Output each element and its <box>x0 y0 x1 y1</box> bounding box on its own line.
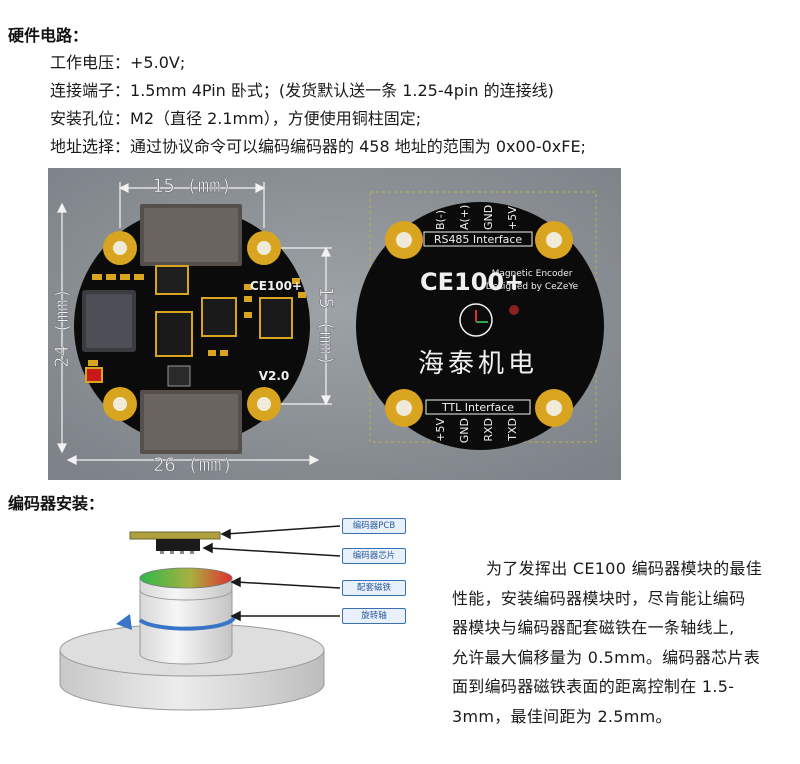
chip-icon <box>156 539 200 551</box>
label-encoder-pcb: 编码器PCB <box>342 518 406 534</box>
description-line: 性能，安装编码器模块时，尽肯能让编码 <box>452 588 746 608</box>
spec-item: 连接端子：1.5mm 4Pin 卧式；(发货默认送一条 1.25-4pin 的连… <box>50 77 586 105</box>
magnet-icon <box>139 567 233 589</box>
spec-item: 地址选择：通过协议命令可以编码编码器的 458 地址的范围为 0x00-0xFE… <box>50 133 586 161</box>
spec-label: 连接端子： <box>50 81 131 100</box>
spec-value: 1.5mm 4Pin 卧式；(发货默认送一条 1.25-4pin 的连接线) <box>130 81 554 100</box>
install-description: 为了发挥出 CE100 编码器模块的最佳 性能，安装编码器模块时，尽肯能让编码 … <box>452 554 797 731</box>
description-line: 面到编码器磁铁表面的距离控制在 1.5- <box>452 677 735 696</box>
spec-value: M2（直径 2.1mm），方便使用铜柱固定; <box>130 109 422 128</box>
description-line: 器模块与编码器配套磁铁在一条轴线上, <box>452 618 735 637</box>
bottom-pin-label: +5V <box>434 418 447 442</box>
rs485-label: RS485 Interface <box>434 233 523 246</box>
spec-label: 工作电压： <box>50 53 131 72</box>
spec-label: 地址选择： <box>50 137 131 156</box>
front-model-text: CE100+ <box>250 279 302 293</box>
label-magnet: 配套磁铁 <box>342 580 406 596</box>
dim-top-label: 15 (mm) <box>152 175 232 197</box>
back-model-text: CE100+ <box>420 268 524 296</box>
bottom-pin-label: GND <box>458 418 471 443</box>
section-title-hardware: 硬件电路： <box>8 26 89 45</box>
dim-left-label: 24 (mm) <box>51 288 73 368</box>
ttl-label: TTL Interface <box>441 401 514 414</box>
pcb-product-image: 15 (mm) 24 (mm) 15 (mm) 26 (mm) <box>48 168 621 480</box>
pcb-board-icon <box>129 531 221 540</box>
spec-item: 工作电压：+5.0V; <box>50 49 586 77</box>
top-pin-label: GND <box>482 205 495 230</box>
top-pin-label: +5V <box>506 206 519 230</box>
center-alignment-icon <box>459 303 493 337</box>
label-shaft: 旋转轴 <box>342 608 406 624</box>
dim-right-label: 15 (mm) <box>315 286 337 366</box>
spec-value: 通过协议命令可以编码编码器的 458 地址的范围为 0x00-0xFE; <box>130 137 586 156</box>
bottom-pin-label: TXD <box>506 418 519 442</box>
back-subtitle-1: Magnetic Encoder <box>492 269 573 279</box>
rotation-arrow-icon <box>116 614 132 630</box>
spec-label: 安装孔位： <box>50 109 131 128</box>
description-line: 3mm，最佳间距为 2.5mm。 <box>452 706 672 726</box>
dim-bottom-label: 26 (mm) <box>153 454 233 476</box>
top-pin-label: B(-) <box>434 210 447 230</box>
description-line: 为了发挥出 CE100 编码器模块的最佳 <box>486 559 762 578</box>
spec-item: 安装孔位：M2（直径 2.1mm），方便使用铜柱固定; <box>50 105 586 133</box>
section-title-install: 编码器安装： <box>8 494 105 513</box>
spec-value: +5.0V; <box>130 53 186 72</box>
back-subtitle-2: Designed by CeZeYe <box>486 282 579 292</box>
front-version-text: V2.0 <box>259 369 290 383</box>
pcb-back: B(-) A(+) GND +5V RS485 Interface CE100+… <box>356 191 604 450</box>
pcb-front: 15 (mm) 24 (mm) 15 (mm) 26 (mm) <box>51 175 338 477</box>
install-diagram <box>59 525 341 711</box>
label-encoder-chip: 编码器芯片 <box>342 548 406 564</box>
brand-text: 海泰机电 <box>418 349 538 379</box>
bottom-pin-label: RXD <box>482 418 495 442</box>
spec-list: 工作电压：+5.0V; 连接端子：1.5mm 4Pin 卧式；(发货默认送一条 … <box>50 49 586 161</box>
description-line: 允许最大偏移量为 0.5mm。编码器芯片表 <box>452 647 761 667</box>
top-pin-label: A(+) <box>458 205 471 230</box>
